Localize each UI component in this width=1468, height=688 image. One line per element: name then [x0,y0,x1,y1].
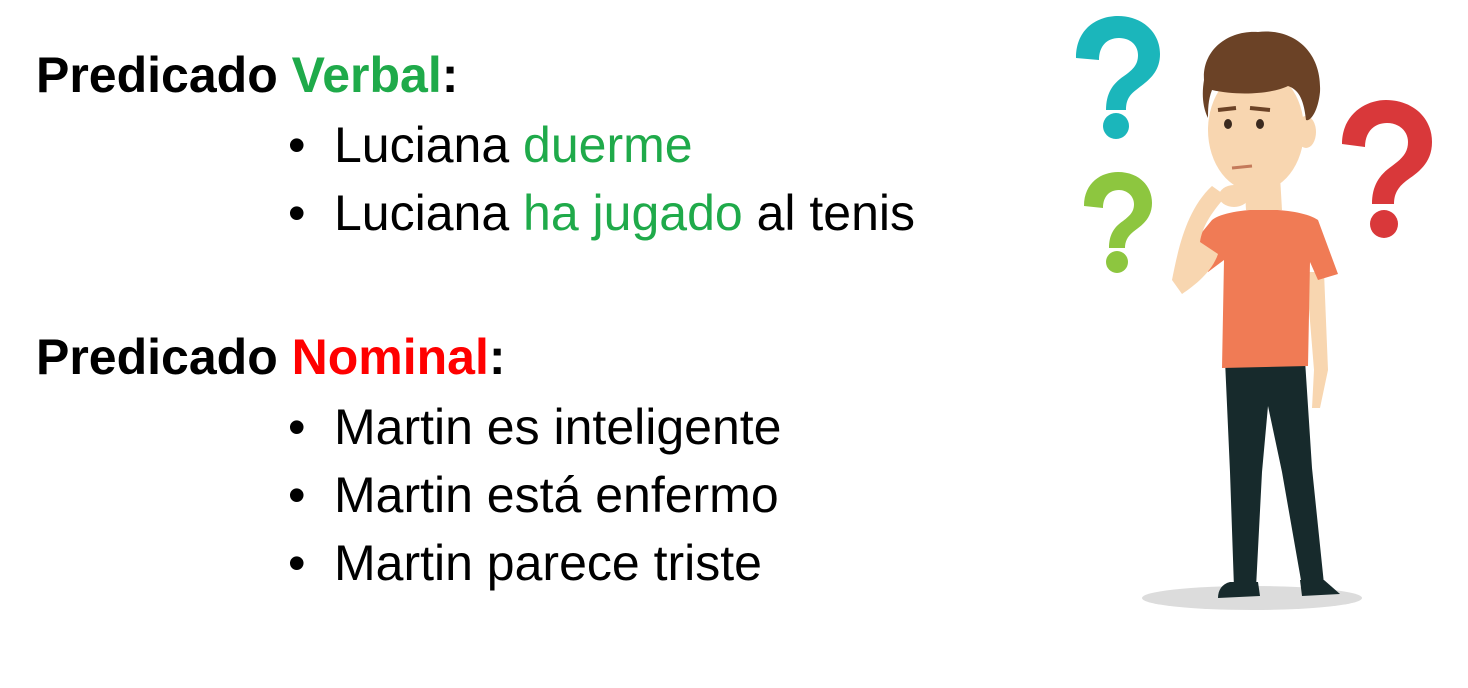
heading-nominal-prefix: Predicado [36,329,292,385]
verbal-example-list: • Luciana duerme • Luciana ha jugado al te… [288,111,915,247]
thinking-man-icon [1142,31,1362,610]
bullet: • [288,117,306,173]
heading-verbal-prefix: Predicado [36,47,292,103]
example-text: Martin está enfermo [334,467,779,523]
heading-verbal-highlight: Verbal [291,47,442,103]
list-item: • Luciana duerme [288,111,915,179]
question-mark-red-icon [1342,100,1432,238]
list-item: • Martin está enfermo [288,461,781,529]
example-text-after: al tenis [742,185,916,241]
bullet: • [288,467,306,523]
list-item: • Luciana ha jugado al tenis [288,179,915,247]
heading-nominal-highlight: Nominal [291,329,489,385]
example-text: Martin parece triste [334,535,762,591]
heading-nominal-suffix: : [488,329,506,385]
verb-highlight: duerme [523,117,693,173]
nominal-example-list: • Martin es inteligente • Martin está enfe… [288,393,781,597]
heading-predicado-nominal: Predicado Nominal: [36,328,506,386]
thinking-man-illustration [1076,16,1432,610]
bullet: • [288,535,306,591]
heading-verbal-suffix: : [441,47,459,103]
example-text: Luciana [334,185,524,241]
question-mark-teal-icon [1076,16,1160,139]
example-text: Martin es inteligente [334,399,782,455]
verb-highlight: ha jugado [523,185,743,241]
heading-predicado-verbal: Predicado Verbal: [36,46,458,104]
bullet: • [288,399,306,455]
list-item: • Martin parece triste [288,529,781,597]
question-mark-lime-icon [1084,172,1152,273]
example-text: Luciana [334,117,524,173]
list-item: • Martin es inteligente [288,393,781,461]
bullet: • [288,185,306,241]
